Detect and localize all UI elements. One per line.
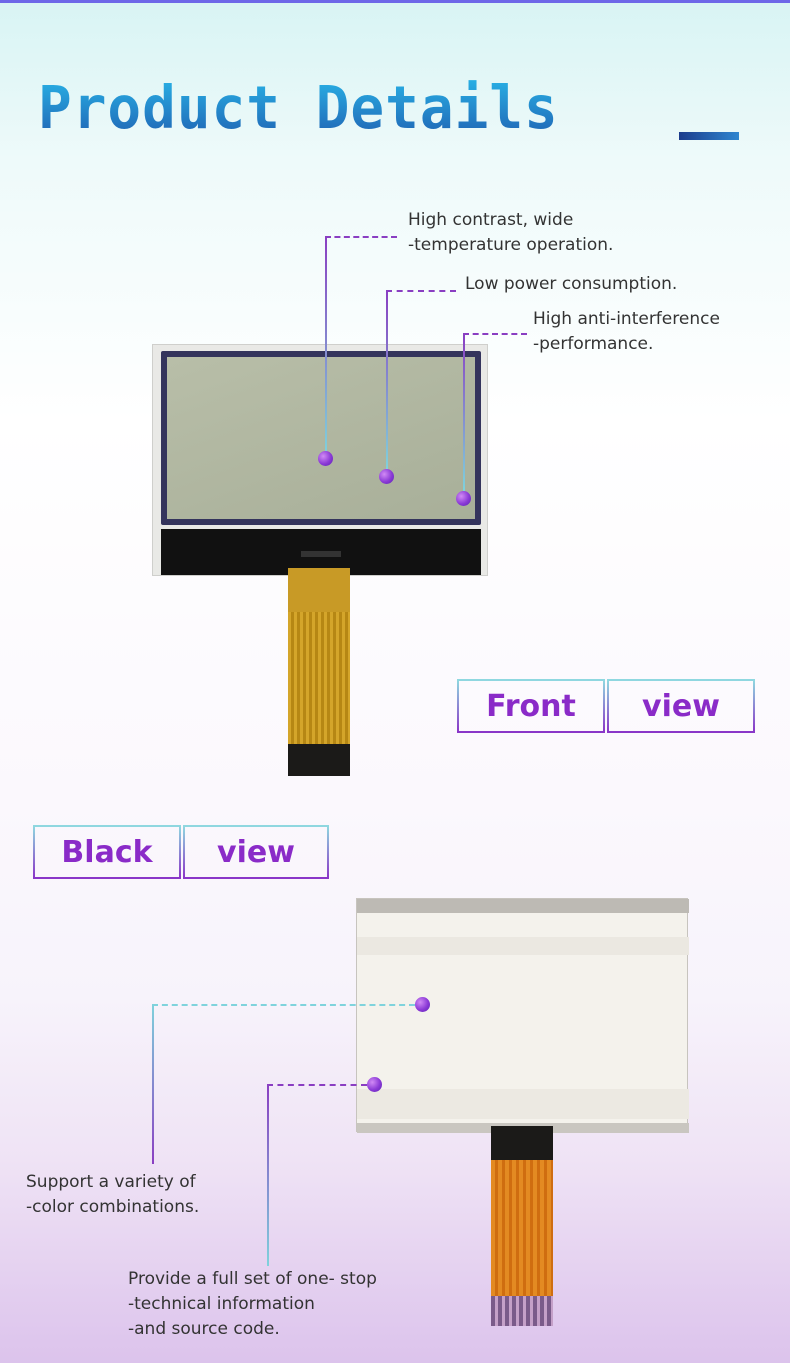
callout-5-dot	[367, 1077, 382, 1092]
lcd-back-image	[356, 898, 689, 1133]
front-view-tag: Front view	[457, 679, 755, 733]
top-accent-line	[0, 0, 790, 3]
front-view-tag-word2: view	[607, 679, 755, 733]
callout-3-dot	[456, 491, 471, 506]
back-view-tag-word2: view	[183, 825, 329, 879]
feature-4-text: Support a variety of -color combinations…	[26, 1172, 200, 1217]
callout-4-v-line	[152, 1004, 154, 1164]
callout-4-dot	[415, 997, 430, 1012]
feature-3-text: High anti-interference -performance.	[533, 309, 720, 354]
callout-3-h-line	[463, 333, 527, 335]
callout-1-h-line	[325, 236, 397, 238]
lcd-back-fpc-cable	[491, 1126, 553, 1326]
back-view-tag: Black view	[33, 825, 329, 879]
callout-2-dot	[379, 469, 394, 484]
lcd-front-fpc-cable	[288, 568, 350, 744]
feature-5-text: Provide a full set of one- stop -technic…	[128, 1269, 377, 1339]
callout-2-v-line	[386, 290, 388, 470]
callout-1-dot	[318, 451, 333, 466]
lcd-front-glass	[167, 357, 475, 519]
callout-1-v-line	[325, 236, 327, 456]
lcd-front-frame	[161, 351, 481, 525]
title-underline-mark	[679, 132, 739, 140]
lcd-front-notch	[301, 551, 341, 557]
lcd-front-fpc-connector	[288, 744, 350, 776]
callout-4-h-line	[152, 1004, 415, 1006]
callout-2-h-line	[386, 290, 456, 292]
feature-2-text: Low power consumption.	[465, 274, 678, 294]
page-title: Product Details	[38, 74, 559, 143]
callout-5-v-line	[267, 1084, 269, 1266]
front-view-tag-word1: Front	[457, 679, 605, 733]
callout-3-v-line	[463, 333, 465, 491]
back-view-tag-word1: Black	[33, 825, 181, 879]
lcd-front-image	[152, 344, 488, 576]
callout-5-h-line	[267, 1084, 367, 1086]
feature-1-text: High contrast, wide -temperature operati…	[408, 210, 614, 255]
